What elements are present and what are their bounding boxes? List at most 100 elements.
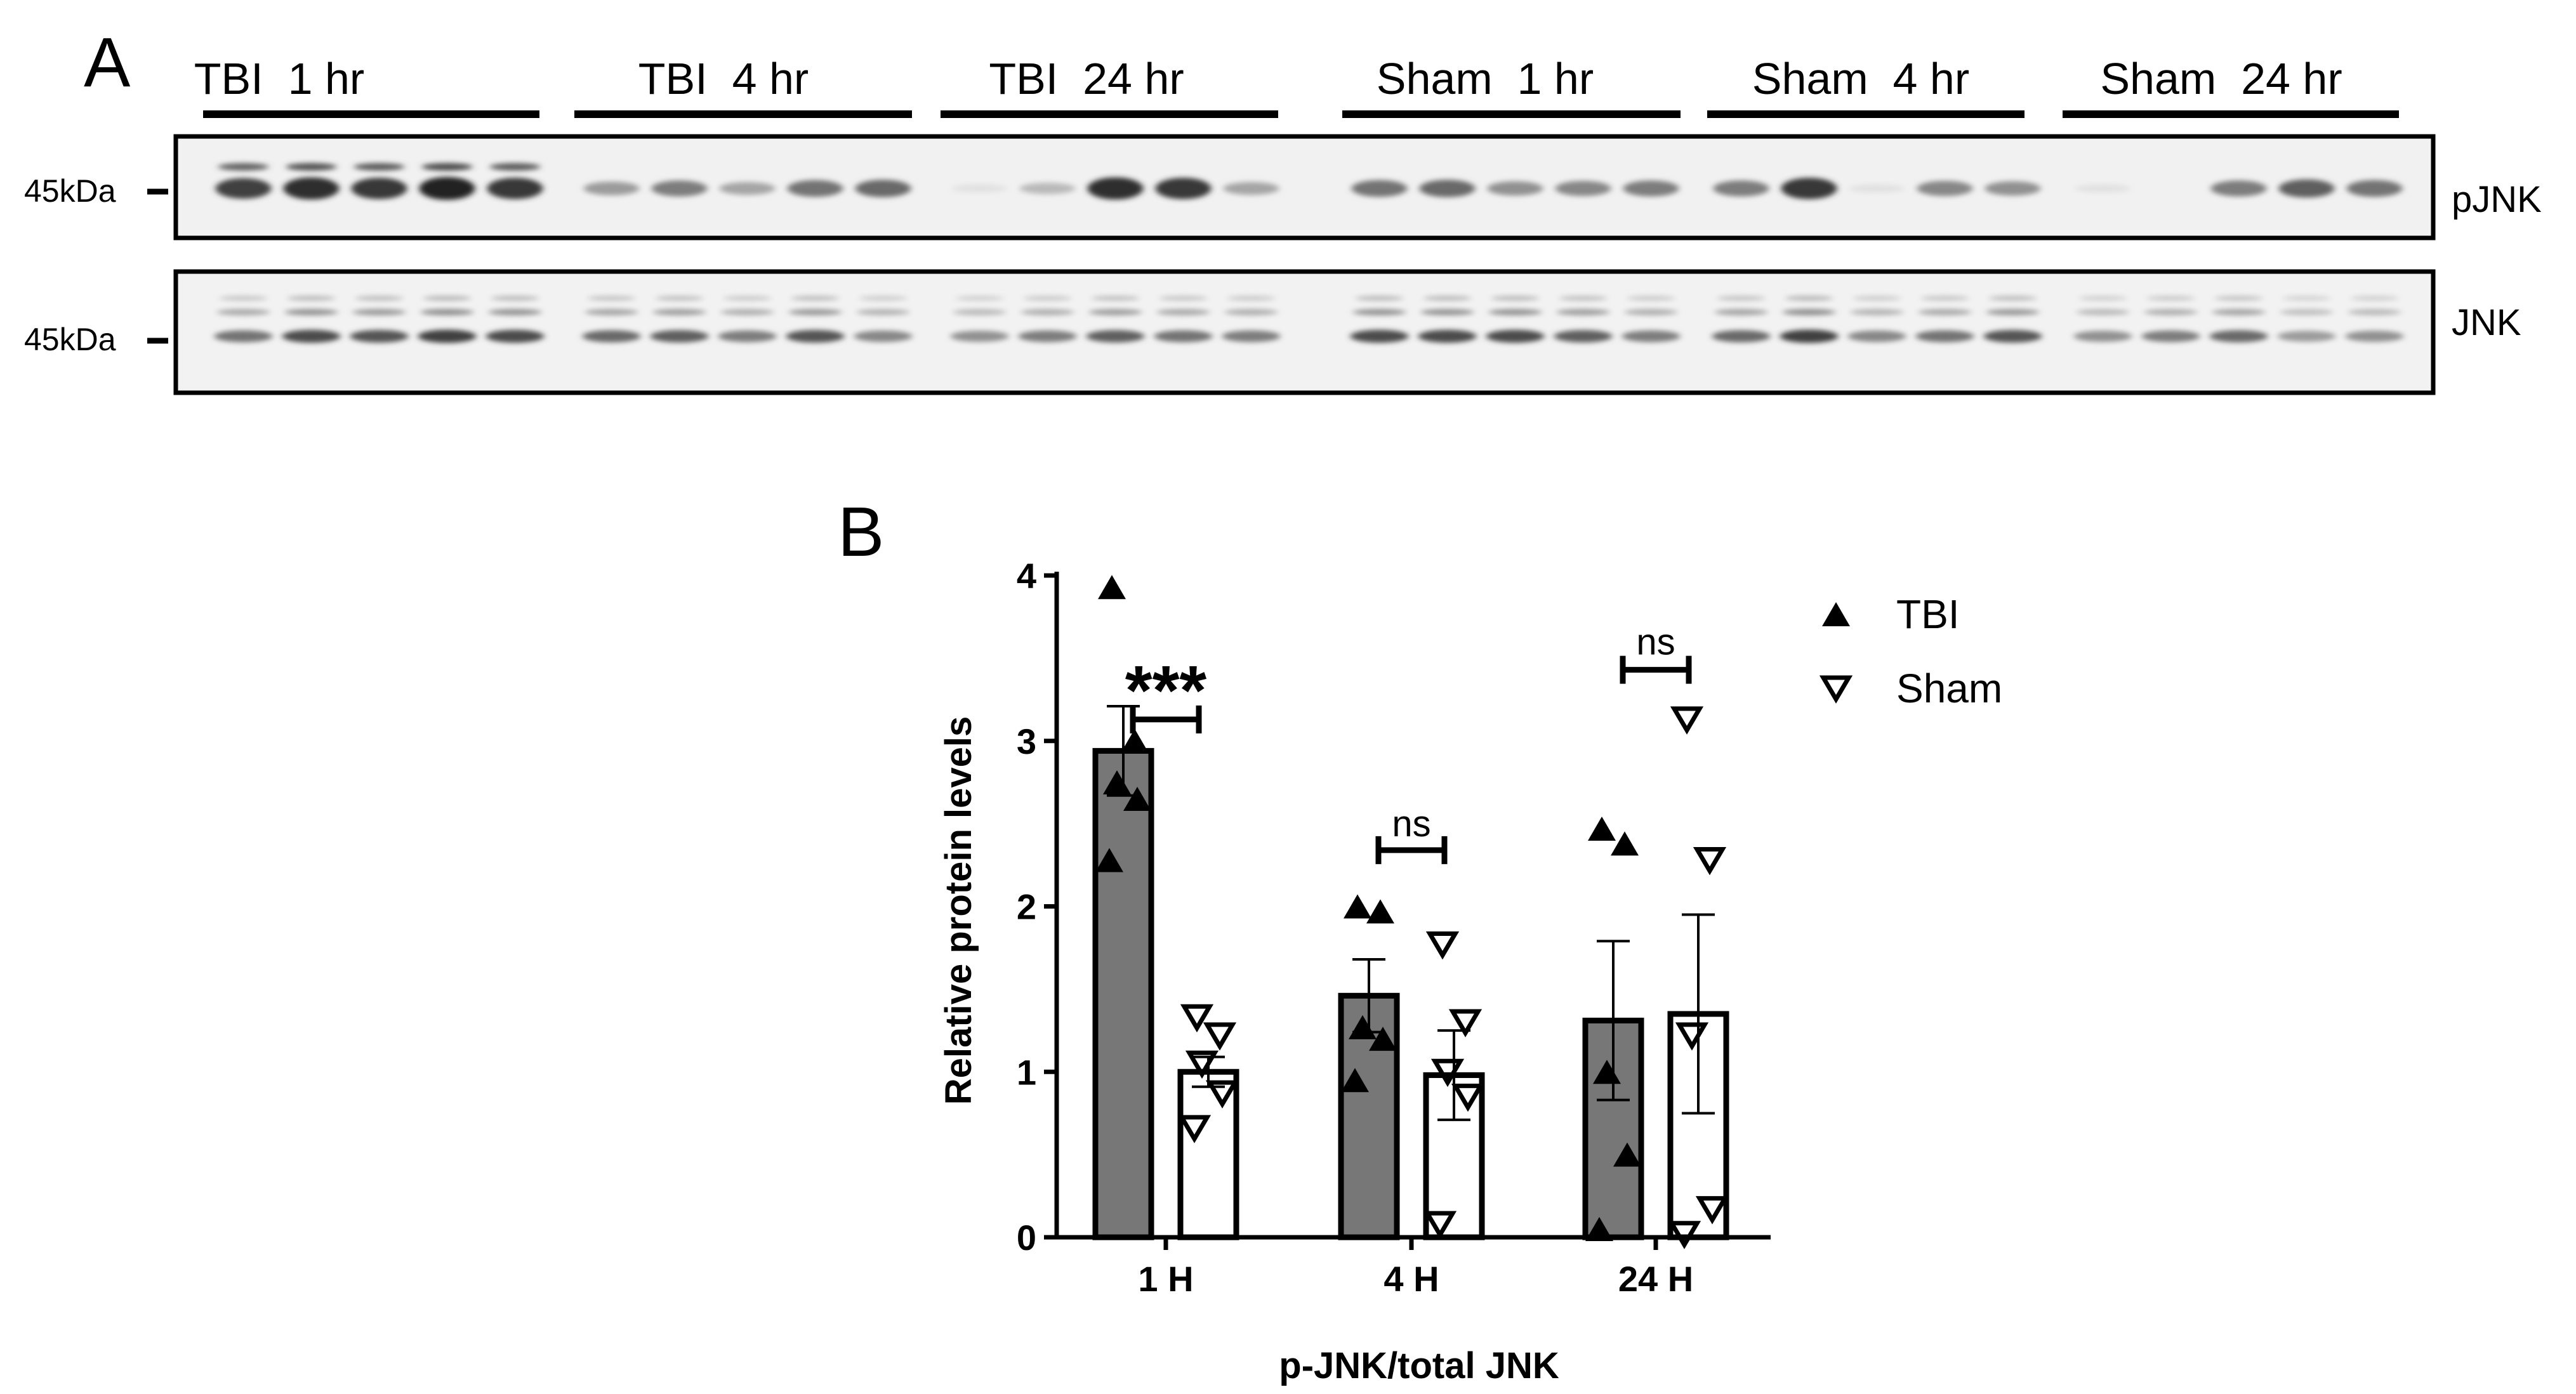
jnk-band (650, 330, 709, 343)
jnk-band-top (1559, 296, 1608, 301)
pjnk-band (419, 177, 475, 200)
jnk-band-upper (1020, 309, 1074, 315)
jnk-band (582, 330, 641, 343)
x-tick-label: 1 H (1138, 1259, 1193, 1299)
jnk-band (950, 331, 1009, 342)
jnk-band-top (355, 296, 404, 301)
pjnk-bands (215, 163, 2403, 200)
pjnk-band (651, 180, 708, 197)
legend-marker-sham (1819, 675, 1853, 704)
point-tbi (1593, 1060, 1621, 1084)
point-sham (1180, 1004, 1214, 1033)
blot-pjnk-frame (173, 134, 2436, 240)
jnk-band-upper (1088, 309, 1142, 315)
sig-label: *** (1125, 652, 1207, 730)
group-label-tbi-4hr: TBI 4 hr (638, 54, 809, 103)
group-label-tbi-1hr: TBI 1 hr (194, 54, 364, 103)
jnk-band-upper (1986, 309, 2040, 315)
bar-tbi-0 (1092, 747, 1154, 1240)
point-tbi (1103, 770, 1131, 794)
jnk-band (1915, 330, 1974, 343)
legend-label-tbi: TBI (1896, 591, 1960, 637)
legend-marker-tbi (1822, 602, 1850, 626)
jnk-band-upper (488, 309, 542, 315)
jnk-band (1018, 330, 1077, 343)
pjnk-band (2346, 180, 2403, 197)
point-sham (1670, 706, 1704, 735)
jnk-band-upper (585, 309, 638, 315)
jnk-band-upper (1714, 309, 1768, 315)
mw-marker-pjnk: 45kDa (24, 173, 116, 209)
jnk-band-top (423, 296, 472, 301)
pjnk-band (1019, 183, 1076, 194)
y-tick-label: 4 (1017, 556, 1036, 596)
jnk-band-upper (420, 309, 474, 315)
pjnk-band-upper (421, 163, 473, 171)
jnk-band (2345, 331, 2404, 342)
point-sham (1185, 1050, 1219, 1079)
jnk-band-upper (652, 309, 706, 315)
jnk-band-upper (2076, 309, 2130, 315)
pjnk-band (719, 181, 776, 195)
jnk-band-top (219, 296, 268, 301)
jnk-band-upper (1488, 309, 1542, 315)
jnk-band-upper (953, 309, 1007, 315)
jnk-band-upper (856, 309, 910, 315)
jnk-band (1350, 329, 1409, 343)
jnk-band (282, 329, 341, 343)
jnk-band-top (723, 296, 772, 301)
pjnk-band (1623, 180, 1679, 197)
jnk-band-top (2214, 296, 2263, 301)
group-label-sham-1hr: Sham 1 hr (1377, 54, 1594, 103)
jnk-band (1154, 330, 1213, 343)
point-sham (1205, 1080, 1239, 1109)
jnk-band (1086, 330, 1145, 343)
point-tbi (1123, 787, 1151, 812)
y-tick-label: 2 (1017, 887, 1036, 927)
legend: TBI Sham (1819, 591, 2002, 711)
jnk-band-top (1023, 296, 1072, 301)
point-tbi (1341, 1068, 1369, 1093)
jnk-band-top (1091, 296, 1140, 301)
jnk-band-top (2146, 296, 2195, 301)
jnk-band-top (1355, 296, 1404, 301)
pjnk-band (787, 180, 843, 197)
panel-b-letter: B (838, 493, 884, 571)
point-sham (1430, 1058, 1465, 1088)
point-tbi (1369, 1027, 1397, 1051)
panel-a-letter: A (84, 23, 131, 102)
group-label-tbi-24hr: TBI 24 hr (989, 54, 1184, 103)
blot-label-pjnk: pJNK (2452, 179, 2542, 220)
blot-jnk: 45kDa JNK (24, 269, 2521, 395)
pjnk-band (951, 184, 1008, 193)
jnk-band-top (1920, 296, 1969, 301)
jnk-band-top (491, 296, 539, 301)
jnk-band (2209, 330, 2268, 343)
jnk-band (350, 330, 409, 343)
jnk-band-upper (1420, 309, 1474, 315)
pjnk-band-upper (353, 163, 405, 171)
point-tbi (1611, 831, 1639, 856)
legend-label-sham: Sham (1896, 666, 2002, 711)
pjnk-band-upper (218, 163, 269, 171)
pjnk-band (1555, 181, 1611, 196)
jnk-band-top (1717, 296, 1766, 301)
jnk-band-upper (284, 309, 338, 315)
jnk-band (214, 330, 273, 343)
y-tick-label: 0 (1017, 1218, 1036, 1258)
jnk-band-upper (2212, 309, 2266, 315)
jnk-band-top (2078, 296, 2127, 301)
pjnk-band (583, 181, 640, 195)
pjnk-band (1713, 180, 1769, 197)
pjnk-band (283, 177, 340, 200)
jnk-bands (214, 296, 2404, 343)
pjnk-band (1419, 180, 1476, 197)
pjnk-band (1351, 180, 1408, 197)
y-axis-title: Relative protein levels (938, 716, 979, 1105)
point-sham (1425, 931, 1460, 960)
point-sham (1667, 1221, 1701, 1249)
jnk-band-top (1853, 296, 1901, 301)
blot-label-jnk: JNK (2452, 302, 2521, 343)
